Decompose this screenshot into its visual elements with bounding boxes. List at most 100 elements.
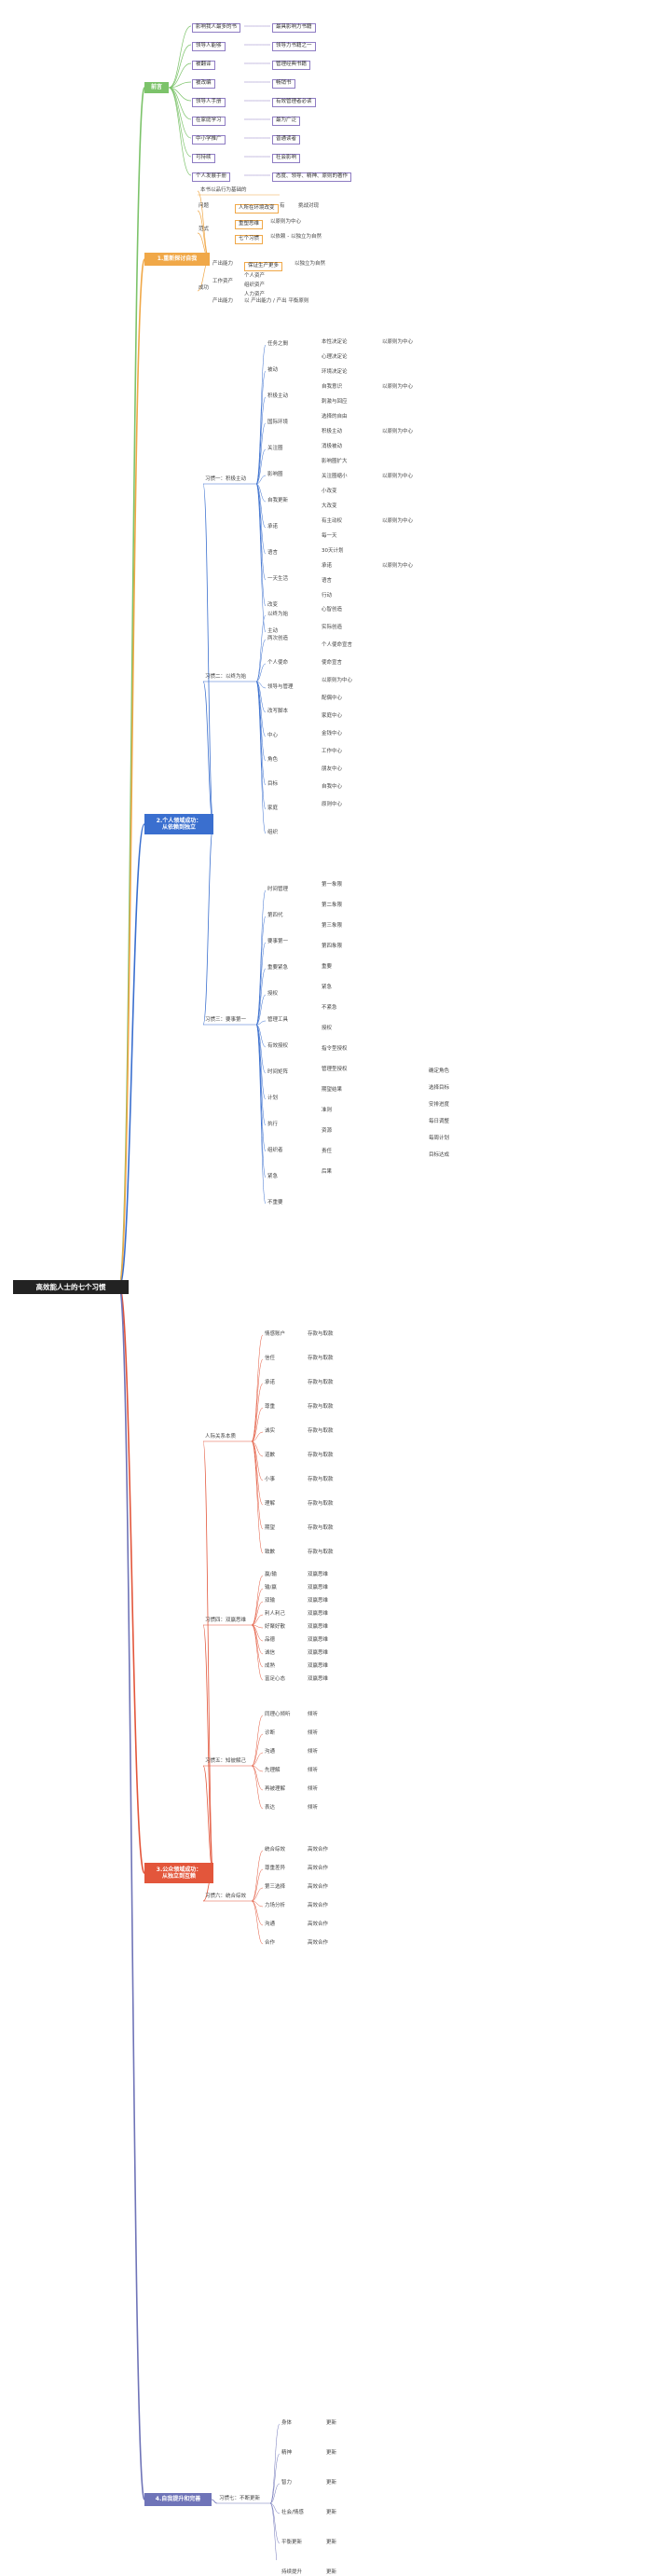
branch-ch2: 2.个人领域成功：从依赖到独立 [144, 814, 213, 834]
habit-1-item: 被动 [267, 367, 279, 373]
habit-3-leaf: 资源 [322, 1128, 333, 1134]
ch1-intro: 本书以品行为基础的 [200, 187, 247, 193]
habit-3-sub: 确定角色 [429, 1068, 450, 1074]
habit-4-item: 好聚好散 [265, 1624, 286, 1630]
connector [118, 258, 145, 1288]
habit-1-leaf: 承诺 [322, 563, 333, 569]
ch1-node: 人所在环境改变 [235, 204, 279, 214]
preface-item: 个人发展手册 [192, 172, 231, 182]
habit-2-leaf: 金钱中心 [322, 731, 343, 737]
habit-6: 习惯六：统合综效 [205, 1894, 247, 1899]
habit-3-item: 有效授权 [267, 1043, 289, 1049]
habit-1-leaf: 本性决定论 [322, 339, 348, 345]
preface-detail: 最为广泛 [272, 117, 301, 126]
habit-7-leaf: 更新 [326, 2540, 337, 2545]
ch3-leaf: 存款与取款 [308, 1550, 334, 1555]
habit-2-item: 改写脚本 [267, 709, 289, 714]
habit-7-leaf: 更新 [326, 2480, 337, 2486]
connector [255, 483, 267, 581]
connector [251, 1358, 264, 1442]
habit-3-sub: 目标达成 [429, 1152, 450, 1158]
connector [269, 2453, 281, 2504]
connector [197, 190, 211, 260]
connector [255, 475, 267, 485]
connector [251, 1765, 264, 1810]
habit-1-item: 国际环境 [267, 420, 289, 425]
ch1-node: 以原则为中心 [270, 219, 302, 225]
ch3-leaf: 存款与取款 [308, 1428, 334, 1434]
connector [255, 968, 267, 1026]
habit-4-item: 利人利己 [265, 1611, 286, 1617]
habit-7-leaf: 更新 [326, 2450, 337, 2456]
habit-1-item: 积极主动 [267, 393, 289, 399]
habit-1-leaf: 刺激与回应 [322, 399, 348, 405]
ch1-node: 组织资产 [244, 282, 266, 288]
habit-7-leaf: 更新 [326, 2510, 337, 2515]
habit-1-leaf: 行动 [322, 593, 333, 599]
habit-6-item: 统合综效 [265, 1847, 286, 1853]
habit-6-leaf: 高效合作 [308, 1922, 329, 1927]
ch1-note: 以 产出能力 / 产出 平衡原则 [244, 298, 309, 304]
habit-2-leaf: 以原则为中心 [322, 678, 353, 683]
connector [251, 1752, 264, 1767]
connector [118, 87, 145, 1288]
preface-item: 中小学推广 [192, 135, 226, 145]
habit-3-sub: 每周计划 [429, 1136, 450, 1141]
connector [251, 1887, 264, 1902]
connector [251, 1624, 264, 1629]
connector [118, 1286, 145, 1874]
ch3-leaf: 存款与取款 [308, 1380, 334, 1385]
connector [269, 2502, 278, 2560]
ch1-node: 保证生产更多 [244, 262, 283, 271]
habit-5-item: 诊断 [265, 1730, 276, 1736]
habit-4-leaf: 双赢思维 [308, 1598, 329, 1604]
habit-1-item: 语言 [267, 550, 279, 556]
habit-3-leaf: 后果 [322, 1169, 333, 1175]
connector [168, 25, 192, 89]
connector [255, 1024, 267, 1152]
habit-6-item: 尊重差异 [265, 1866, 286, 1871]
connector [202, 823, 214, 1026]
ch3-item: 理解 [265, 1501, 276, 1507]
ch3-intro: 人际关系本质 [205, 1434, 237, 1440]
ch3-item: 道歉 [265, 1453, 276, 1458]
habit-1-leaf: 30天计划 [322, 548, 344, 554]
habit-5-leaf: 倾听 [308, 1730, 319, 1736]
habit-1-leaf: 影响圈扩大 [322, 459, 348, 464]
habit-3-leaf: 指令型授权 [322, 1046, 348, 1052]
ch1-node: 问题 [199, 203, 210, 209]
connector [255, 681, 267, 689]
connector [251, 1900, 264, 1908]
habit-1-item: 关注圈 [267, 446, 283, 451]
habit-3-item: 计划 [267, 1095, 279, 1101]
ch1-node: 以依赖 - 以独立为自然 [270, 234, 322, 240]
connector [251, 1900, 264, 1945]
habit-1-leaf: 以原则为中心 [382, 474, 414, 479]
habit-3-leaf: 第二象限 [322, 902, 343, 908]
habit-3-item: 授权 [267, 991, 279, 997]
habit-5-item: 同理心倾听 [265, 1712, 291, 1717]
ch1-node: 以独立为自然 [294, 261, 326, 267]
habit-1-leaf: 以原则为中心 [382, 339, 414, 345]
connector [251, 1588, 264, 1626]
connector [251, 1614, 264, 1626]
habit-2-leaf: 自我中心 [322, 784, 343, 790]
habit-5-leaf: 倾听 [308, 1712, 319, 1717]
branch-ch3: 3.公众领域成功：从独立到互赖 [144, 1863, 213, 1883]
preface-detail: 畅销书 [272, 79, 295, 89]
habit-4-item: 输/赢 [265, 1585, 277, 1591]
ch1-node: 七个习惯 [235, 235, 264, 244]
branch-ch4: 4.自我提升和完善 [144, 2493, 212, 2506]
preface-item: 领导人能够 [192, 42, 226, 51]
preface-item: 领导人手册 [192, 98, 226, 107]
connector [118, 1286, 145, 2500]
preface-detail: 最具影响力书籍 [272, 23, 316, 33]
habit-4: 习惯四：双赢思维 [205, 1618, 247, 1623]
connector [202, 483, 214, 825]
habit-2-item: 中心 [267, 733, 279, 738]
root-node: 高效能人士的七个习惯 [13, 1280, 129, 1294]
connector [251, 1431, 264, 1442]
connector [255, 889, 267, 1026]
habit-1-leaf: 语言 [322, 578, 333, 584]
